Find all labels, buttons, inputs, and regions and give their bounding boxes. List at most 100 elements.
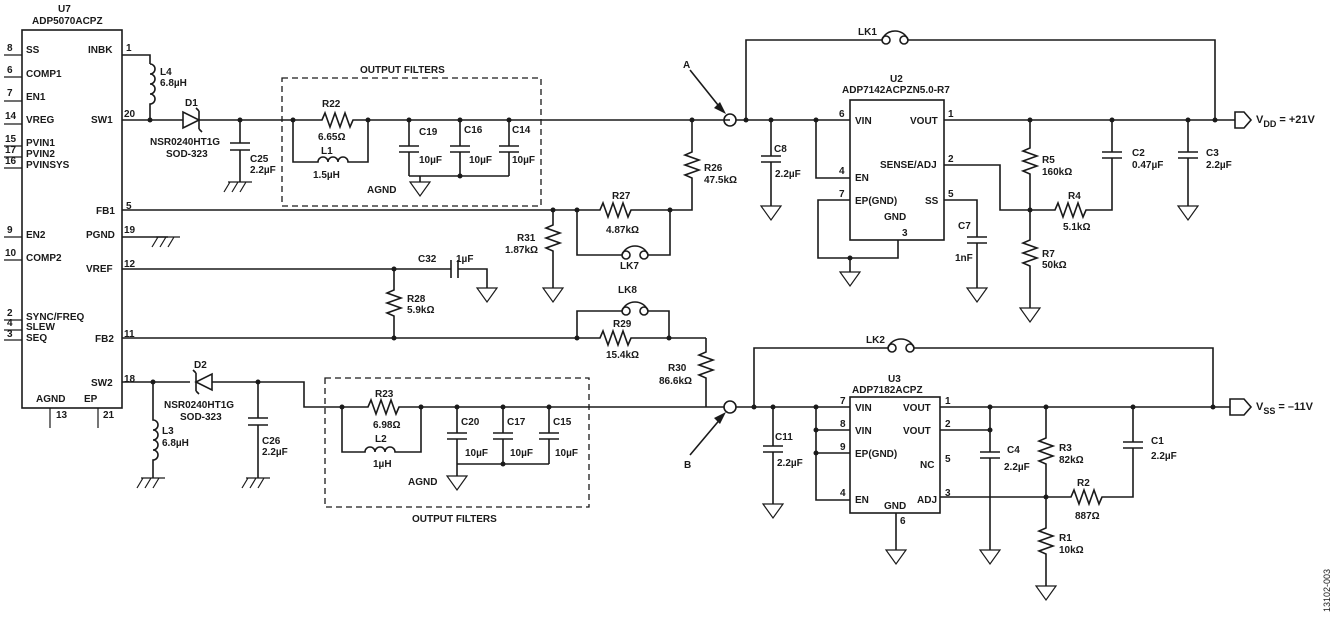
- svg-text:1.87kΩ: 1.87kΩ: [505, 245, 538, 256]
- svg-text:47.5kΩ: 47.5kΩ: [704, 175, 737, 186]
- svg-text:L1: L1: [321, 146, 333, 157]
- l4-ref: L4: [160, 67, 172, 78]
- svg-text:AGND: AGND: [408, 477, 437, 488]
- svg-text:6.98Ω: 6.98Ω: [373, 420, 400, 431]
- svg-text:VOUT: VOUT: [903, 403, 931, 414]
- svg-text:EP(GND): EP(GND): [855, 196, 897, 207]
- svg-text:10kΩ: 10kΩ: [1059, 545, 1084, 556]
- svg-text:10µF: 10µF: [469, 155, 492, 166]
- svg-text:OUTPUT FILTERS: OUTPUT FILTERS: [360, 65, 445, 76]
- svg-text:C3: C3: [1206, 148, 1219, 159]
- svg-text:86.6kΩ: 86.6kΩ: [659, 376, 692, 387]
- svg-text:2: 2: [7, 308, 13, 319]
- svg-text:C25: C25: [250, 154, 269, 165]
- svg-text:SW1: SW1: [91, 115, 113, 126]
- svg-text:R4: R4: [1068, 191, 1081, 202]
- svg-text:15.4kΩ: 15.4kΩ: [606, 350, 639, 361]
- svg-text:6.65Ω: 6.65Ω: [318, 132, 345, 143]
- c25-capacitor: C25 2.2µF: [223, 117, 276, 193]
- svg-text:1: 1: [126, 43, 132, 54]
- svg-text:R27: R27: [612, 191, 631, 202]
- svg-text:2.2µF: 2.2µF: [775, 169, 801, 180]
- svg-text:R1: R1: [1059, 533, 1072, 544]
- svg-text:R22: R22: [322, 99, 341, 110]
- svg-text:4: 4: [7, 318, 13, 329]
- svg-text:6: 6: [7, 65, 13, 76]
- svg-text:U3: U3: [888, 374, 901, 385]
- svg-text:10µF: 10µF: [419, 155, 442, 166]
- svg-text:1µH: 1µH: [373, 459, 392, 470]
- svg-text:LK2: LK2: [866, 335, 885, 346]
- svg-text:SLEW: SLEW: [26, 322, 55, 333]
- svg-text:AGND: AGND: [367, 185, 396, 196]
- u7-bottom-pins: AGND EP 13 21: [36, 394, 115, 428]
- svg-text:GND: GND: [884, 501, 906, 512]
- node-b: B: [684, 400, 737, 471]
- vdd-output-network: R5 160kΩ R4 5.1kΩ R7 50kΩ C2 0.47µF C3 2…: [944, 111, 1316, 323]
- svg-text:EP(GND): EP(GND): [855, 449, 897, 460]
- svg-text:4.87kΩ: 4.87kΩ: [606, 225, 639, 236]
- svg-text:2.2µF: 2.2µF: [1004, 462, 1030, 473]
- vdd-label: VDD = +21V: [1256, 114, 1316, 129]
- svg-text:C19: C19: [419, 127, 438, 138]
- svg-text:R7: R7: [1042, 249, 1055, 260]
- svg-text:SOD-323: SOD-323: [180, 412, 222, 423]
- svg-text:D2: D2: [194, 360, 207, 371]
- sw1-power-stage: L4 6.8µH D1 NSR0240HT1G SOD-323 C25 2.2µ…: [122, 54, 293, 193]
- svg-text:C14: C14: [512, 125, 531, 136]
- svg-text:NC: NC: [920, 460, 934, 471]
- vss-label: VSS = –11V: [1256, 401, 1314, 416]
- svg-text:2: 2: [945, 419, 951, 430]
- svg-text:6: 6: [900, 516, 906, 527]
- svg-text:PVIN2: PVIN2: [26, 149, 55, 160]
- svg-text:2: 2: [948, 154, 954, 165]
- svg-text:10µF: 10µF: [510, 448, 533, 459]
- svg-text:887Ω: 887Ω: [1075, 511, 1100, 522]
- svg-text:R2: R2: [1077, 478, 1090, 489]
- svg-text:5: 5: [945, 454, 951, 465]
- svg-text:VOUT: VOUT: [910, 116, 938, 127]
- svg-text:3: 3: [7, 329, 13, 340]
- svg-text:C15: C15: [553, 417, 572, 428]
- svg-text:LK7: LK7: [620, 261, 639, 272]
- u7-ref: U7: [58, 4, 71, 15]
- svg-text:4: 4: [840, 488, 846, 499]
- svg-text:SS: SS: [26, 45, 40, 56]
- svg-text:NSR0240HT1G: NSR0240HT1G: [164, 400, 234, 411]
- svg-text:C4: C4: [1007, 445, 1020, 456]
- svg-text:SOD-323: SOD-323: [166, 149, 208, 160]
- svg-text:13: 13: [56, 410, 68, 421]
- svg-text:C2: C2: [1132, 148, 1145, 159]
- u3-chip: U3 ADP7182ACPZ VIN 7 VIN 8 EP(GND) 9 EN …: [813, 374, 951, 565]
- svg-text:C26: C26: [262, 436, 281, 447]
- svg-text:GND: GND: [884, 212, 906, 223]
- d2-diode: D2 NSR0240HT1G SOD-323: [164, 360, 234, 423]
- svg-text:1µF: 1µF: [456, 254, 473, 265]
- svg-text:9: 9: [7, 225, 13, 236]
- svg-text:VOUT: VOUT: [903, 426, 931, 437]
- svg-text:ADP7142ACPZN5.0-R7: ADP7142ACPZN5.0-R7: [842, 85, 950, 96]
- svg-text:3: 3: [945, 488, 951, 499]
- svg-text:2.2µF: 2.2µF: [262, 447, 288, 458]
- svg-text:VREF: VREF: [86, 264, 113, 275]
- svg-text:10µF: 10µF: [555, 448, 578, 459]
- svg-text:B: B: [684, 460, 691, 471]
- svg-text:C16: C16: [464, 125, 483, 136]
- svg-text:82kΩ: 82kΩ: [1059, 455, 1084, 466]
- svg-text:INBK: INBK: [88, 45, 113, 56]
- svg-text:1.5µH: 1.5µH: [313, 170, 340, 181]
- svg-text:VIN: VIN: [855, 426, 872, 437]
- svg-text:2.2µF: 2.2µF: [1206, 160, 1232, 171]
- svg-text:10: 10: [5, 248, 17, 259]
- svg-text:11: 11: [124, 329, 135, 340]
- svg-text:8: 8: [840, 419, 846, 430]
- svg-text:C32: C32: [418, 254, 437, 265]
- svg-text:12: 12: [124, 259, 136, 270]
- svg-text:PVIN1: PVIN1: [26, 138, 55, 149]
- svg-text:COMP2: COMP2: [26, 253, 62, 264]
- svg-text:VIN: VIN: [855, 116, 872, 127]
- svg-text:FB2: FB2: [95, 334, 114, 345]
- svg-text:6.8µH: 6.8µH: [162, 438, 189, 449]
- svg-text:17: 17: [5, 145, 17, 156]
